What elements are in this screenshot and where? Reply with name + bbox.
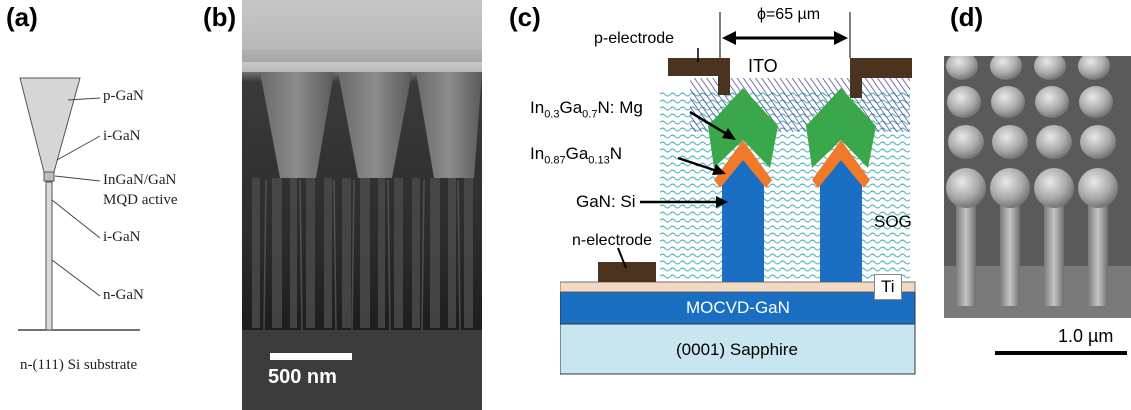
- ito-label: ITO: [748, 56, 778, 76]
- label-i-gan-bottom: i-GaN: [103, 229, 141, 245]
- ingan-label: In0.87Ga0.13N: [530, 144, 622, 167]
- scalebar-b: [270, 353, 352, 360]
- sem-tilted-array-image: [944, 56, 1131, 318]
- mocvd-gan-label: MOCVD-GaN: [686, 298, 790, 317]
- ingan-mg-label: In0.3Ga0.7N: Mg: [530, 98, 643, 121]
- panel-b-label: (b): [203, 2, 237, 32]
- active-layer: [43, 171, 55, 182]
- scalebar-b-label: 500 nm: [268, 366, 337, 388]
- p-electrode-left: [668, 58, 730, 95]
- p-electrode-label: p-electrode: [594, 30, 675, 47]
- substrate-caption: n-(111) Si substrate: [20, 357, 138, 373]
- label-n-gan: n-GaN: [103, 287, 144, 303]
- scalebar-d: [995, 351, 1127, 355]
- label-p-gan: p-GaN: [103, 88, 144, 104]
- p-electrode-right: [850, 58, 912, 98]
- ingan-shell-right: [812, 140, 870, 188]
- ingan-mg-cap-left: [708, 88, 778, 168]
- n-electrode: [598, 262, 656, 282]
- gan-si-label: GaN: Si: [576, 192, 636, 211]
- panel-a-label: (a): [6, 2, 38, 32]
- label-ingan-gan: InGaN/GaN: [103, 172, 177, 188]
- diameter-label: ϕ=65 µm: [757, 6, 821, 23]
- ti-layer: [560, 281, 916, 293]
- nanowire-stem: [45, 181, 53, 331]
- panel-d-label: (d): [950, 2, 984, 32]
- panel-a-nanowire-schematic: [18, 77, 140, 331]
- panel-c-label: (c): [509, 2, 541, 32]
- gan-si-pillar-left: [722, 180, 764, 282]
- label-i-gan-top: i-GaN: [103, 128, 141, 144]
- sapphire-layer: [560, 323, 916, 375]
- ingan-shell-left: [714, 140, 772, 188]
- sog-label: SOG: [874, 212, 912, 231]
- scalebar-d-label: 1.0 µm: [1058, 326, 1114, 346]
- label-mqd-active: MQD active: [103, 192, 178, 208]
- ingan-mg-cap-right: [806, 88, 876, 168]
- p-gan-cone: [19, 77, 81, 173]
- n-electrode-label: n-electrode: [572, 232, 653, 249]
- gan-si-pillar-right: [820, 180, 862, 282]
- sem-cross-section-image: 500 nm: [242, 0, 482, 410]
- panel-c-device-schematic: [560, 12, 916, 375]
- sapphire-label: (0001) Sapphire: [676, 340, 798, 359]
- ti-label: Ti: [874, 274, 902, 300]
